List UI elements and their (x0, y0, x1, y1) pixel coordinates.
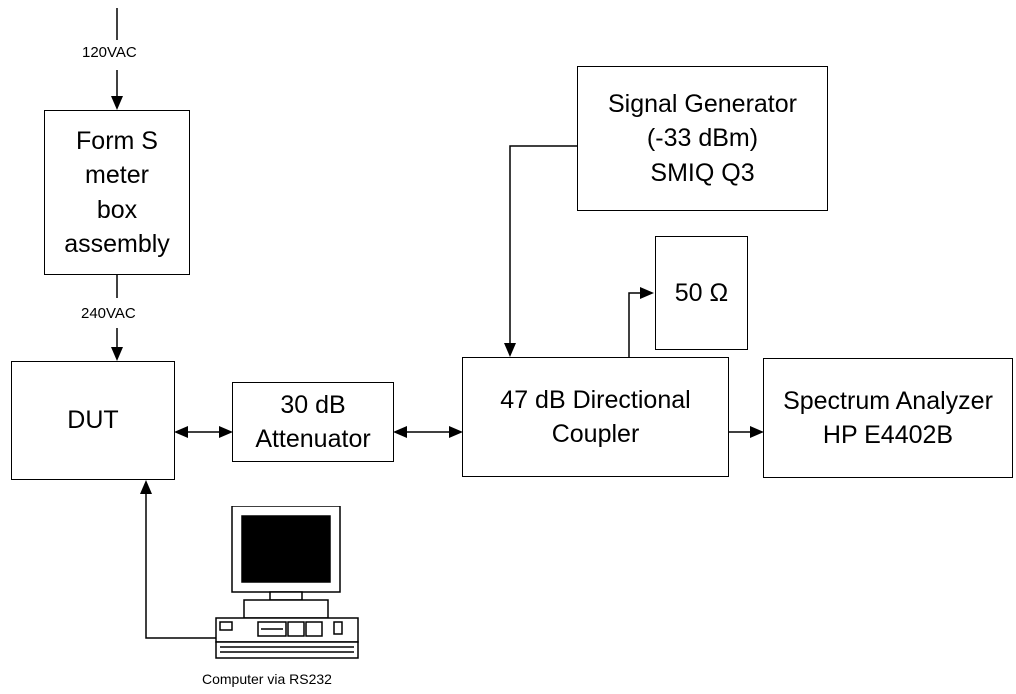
input-voltage-label: 120VAC (82, 44, 137, 61)
spectrum-analyzer-line-1: Spectrum Analyzer (783, 386, 993, 415)
meter-box-line-1: Form S (76, 126, 158, 155)
termination-box: 50 Ω (655, 236, 748, 350)
meter-box-line-3: box (96, 195, 138, 224)
meter-box-assembly: Form S meter box assembly (44, 110, 190, 275)
arrowhead (393, 426, 407, 438)
computer-label: Computer via RS232 (202, 671, 332, 687)
spectrum-analyzer-box: Spectrum Analyzer HP E4402B (763, 358, 1013, 478)
output-voltage-label: 240VAC (81, 305, 136, 322)
arrowhead (750, 426, 764, 438)
attenuator-box: 30 dB Attenuator (232, 382, 394, 462)
signal-generator-line-2: (-33 dBm) (646, 124, 759, 153)
directional-coupler-box: 47 dB Directional Coupler (462, 357, 729, 477)
coupler-line-1: 47 dB Directional (500, 385, 691, 414)
spectrum-analyzer-line-2: HP E4402B (822, 421, 954, 449)
dut-label: DUT (67, 406, 119, 435)
dut-box: DUT (11, 361, 175, 480)
signal-generator-line-1: Signal Generator (607, 89, 797, 118)
meter-box-line-2: meter (85, 161, 149, 189)
attenuator-line-1: 30 dB (280, 390, 346, 419)
arrowhead (111, 96, 123, 110)
coupler-line-2: Coupler (551, 420, 640, 448)
arrowhead (640, 287, 654, 299)
attenuator-line-2: Attenuator (255, 425, 371, 453)
arrowhead (140, 480, 152, 494)
signal-generator-box: Signal Generator (-33 dBm) SMIQ Q3 (577, 66, 828, 211)
arrowhead (219, 426, 233, 438)
signal-generator-line-3: SMIQ Q3 (650, 158, 755, 187)
termination-label: 50 Ω (674, 278, 729, 307)
arrowhead (504, 343, 516, 357)
meter-box-line-4: assembly (64, 230, 170, 258)
arrowhead (449, 426, 463, 438)
arrowhead (174, 426, 188, 438)
computer-icon (215, 506, 359, 659)
arrowhead (111, 347, 123, 361)
